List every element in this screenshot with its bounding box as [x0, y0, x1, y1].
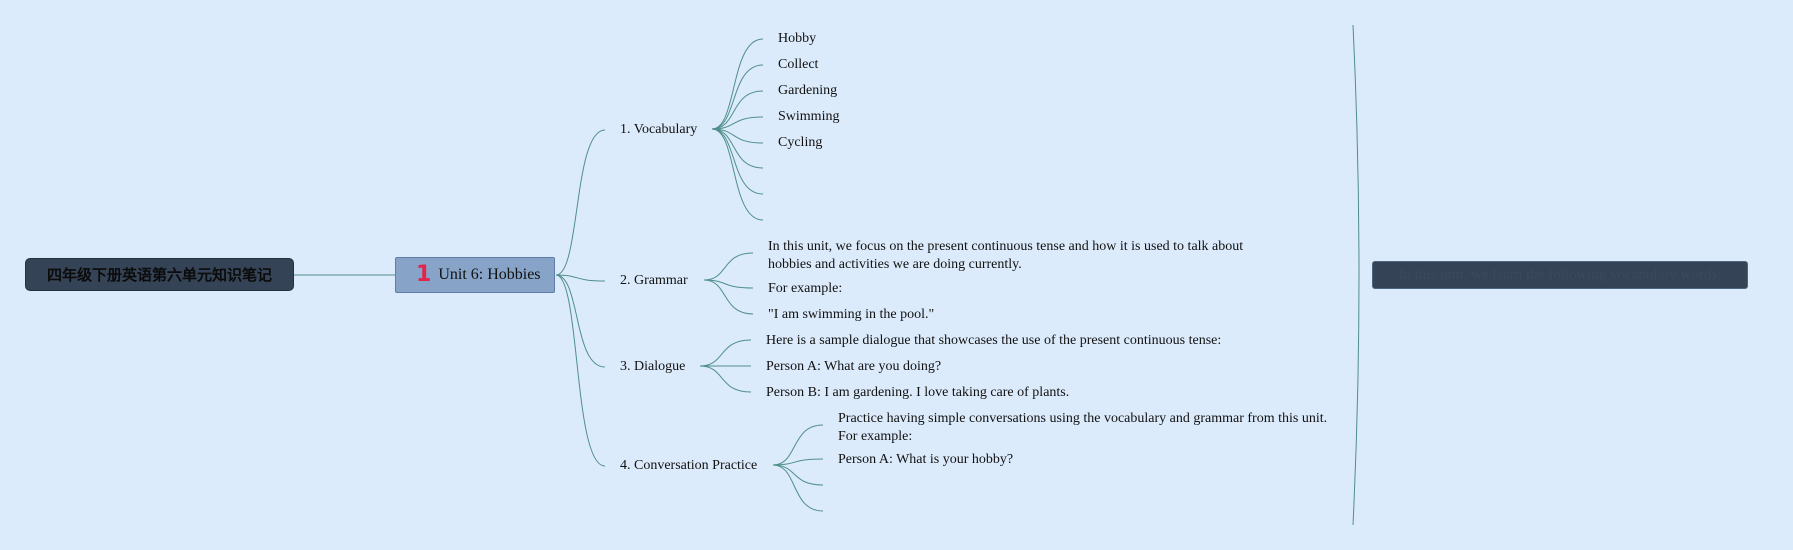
branch-conversation-practice-label: 4. Conversation Practice — [620, 458, 758, 473]
dialogue-item[interactable]: Person B: I am gardening. I love taking … — [766, 385, 1069, 401]
grammar-leaf-line — [703, 279, 754, 289]
central-to-branch-line — [555, 274, 606, 467]
summary-topic-label: In this unit, we learn the following voc… — [1398, 266, 1722, 283]
leaf-label: Person B: I am gardening. I love taking … — [766, 385, 1070, 400]
leaf-label: Gardening — [778, 83, 838, 98]
vocabulary-item[interactable]: Swimming — [778, 109, 839, 125]
branch-conversation-practice[interactable]: 4. Conversation Practice — [620, 458, 757, 474]
root-topic-label: 四年级下册英语第六单元知识笔记 — [46, 266, 272, 284]
summary-topic[interactable]: In this unit, we learn the following voc… — [1372, 261, 1748, 289]
vocabulary-leaf-line — [711, 128, 764, 221]
vocabulary-item[interactable]: Collect — [778, 57, 818, 73]
vocabulary-leaf-line — [711, 116, 764, 130]
vocabulary-item[interactable]: Cycling — [778, 135, 822, 151]
central-topic[interactable]: 1 Unit 6: Hobbies — [395, 257, 555, 293]
leaf-label: Here is a sample dialogue that showcases… — [766, 333, 1222, 348]
branch-dialogue[interactable]: 3. Dialogue — [620, 359, 685, 375]
central-topic-label: Unit 6: Hobbies — [438, 266, 541, 283]
dialogue-leaf-line — [699, 339, 752, 367]
conversation-leaf-line — [772, 424, 824, 466]
leaf-label: Practice having simple conversations usi… — [838, 411, 1328, 444]
dialogue-leaf-line — [699, 365, 752, 393]
conversation-item[interactable]: Person A: What is your hobby? — [838, 452, 1013, 468]
summary-brace-line — [1352, 24, 1360, 526]
vocabulary-item[interactable]: Gardening — [778, 83, 837, 99]
leaf-label: Person A: What are you doing? — [766, 359, 942, 374]
dialogue-item[interactable]: Here is a sample dialogue that showcases… — [766, 333, 1221, 349]
central-topic-number: 1 — [416, 262, 432, 287]
branch-dialogue-label: 3. Dialogue — [620, 359, 686, 374]
grammar-leaf-line — [703, 252, 754, 281]
central-to-branch-line — [555, 129, 606, 276]
vocabulary-leaf-line — [711, 38, 764, 130]
central-to-branch-line — [555, 274, 606, 282]
conversation-leaf-line — [772, 464, 824, 512]
root-topic[interactable]: 四年级下册英语第六单元知识笔记 — [25, 258, 294, 291]
conversation-item[interactable]: Practice having simple conversations usi… — [838, 410, 1338, 446]
leaf-label: Cycling — [778, 135, 823, 150]
branch-vocabulary-label: 1. Vocabulary — [620, 122, 698, 137]
grammar-item[interactable]: In this unit, we focus on the present co… — [768, 238, 1258, 274]
branch-grammar[interactable]: 2. Grammar — [620, 273, 688, 289]
vocabulary-leaf-line — [711, 90, 764, 130]
branch-grammar-label: 2. Grammar — [620, 273, 688, 288]
leaf-label: Collect — [778, 57, 819, 72]
dialogue-item[interactable]: Person A: What are you doing? — [766, 359, 941, 375]
leaf-label: Hobby — [778, 31, 817, 46]
vocabulary-leaf-line — [711, 128, 764, 169]
grammar-item[interactable]: For example: — [768, 281, 842, 297]
conversation-leaf-line — [772, 458, 824, 466]
central-to-branch-line — [555, 274, 606, 368]
grammar-item[interactable]: "I am swimming in the pool." — [768, 307, 934, 323]
grammar-leaf-line — [703, 279, 754, 315]
vocabulary-item[interactable]: Hobby — [778, 31, 816, 47]
branch-vocabulary[interactable]: 1. Vocabulary — [620, 122, 697, 138]
leaf-label: Person A: What is your hobby? — [838, 452, 1014, 467]
leaf-label: Swimming — [778, 109, 840, 124]
leaf-label: For example: — [768, 281, 843, 296]
vocabulary-leaf-line — [711, 64, 764, 130]
leaf-label: "I am swimming in the pool." — [768, 307, 935, 322]
conversation-leaf-line — [772, 464, 824, 486]
leaf-label: In this unit, we focus on the present co… — [768, 239, 1244, 272]
